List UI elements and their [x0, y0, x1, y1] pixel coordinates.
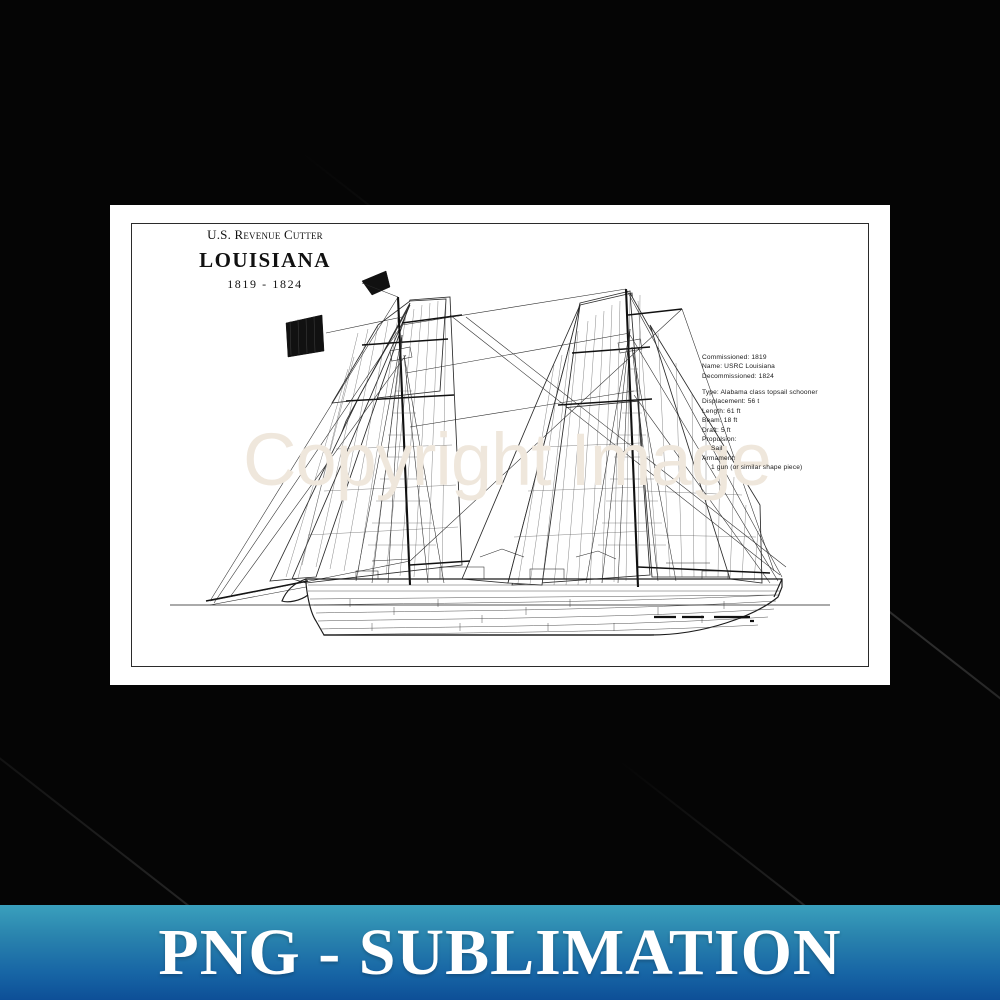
spec-propulsion-label: Propulsion: — [702, 435, 737, 443]
spec-group-service: Commissioned: 1819 Name: USRC Louisiana … — [702, 353, 882, 381]
spec-decommissioned: Decommissioned: 1824 — [702, 372, 774, 380]
product-banner: PNG - SUBLIMATION — [0, 905, 1000, 1000]
spec-type: Type: Alabama class topsail schooner — [702, 389, 818, 397]
spec-propulsion-value: Sail — [711, 445, 723, 453]
specification-block: Commissioned: 1819 Name: USRC Louisiana … — [702, 353, 882, 479]
scale-bar — [654, 615, 754, 623]
artwork-page: Copyright Image U.S. Revenue Cutter LOUI… — [110, 205, 890, 685]
title-block: U.S. Revenue Cutter LOUISIANA 1819 - 182… — [150, 227, 380, 292]
spec-group-particulars: Type: Alabama class topsail schooner Dis… — [702, 388, 882, 472]
drawing-frame-border — [131, 223, 869, 667]
spec-name: Name: USRC Louisiana — [702, 363, 775, 371]
spec-armament-label: Armament: — [702, 454, 736, 462]
ship-line-drawing — [170, 270, 830, 636]
spec-length: Length: 61 ft — [702, 407, 741, 415]
banner-label: PNG - SUBLIMATION — [158, 915, 842, 989]
spec-beam: Beam: 18 ft — [702, 417, 738, 425]
spec-draft: Draft: 5 ft — [702, 426, 731, 434]
spec-displacement: Displacement: 56 t — [702, 398, 760, 406]
spec-commissioned: Commissioned: 1819 — [702, 354, 767, 361]
ship-name: LOUISIANA — [199, 248, 331, 273]
title-subtitle: U.S. Revenue Cutter — [207, 227, 323, 242]
service-years: 1819 - 1824 — [227, 276, 303, 291]
spec-armament-value: 1 gun (or similar shape piece) — [711, 463, 803, 471]
